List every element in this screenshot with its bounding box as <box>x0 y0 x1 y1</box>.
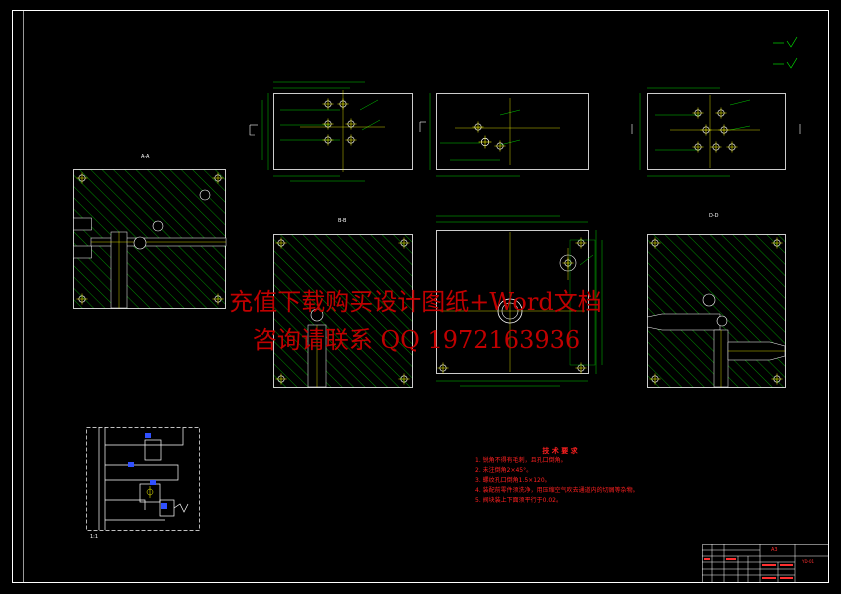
watermark-line-2: 咨询请联系 QQ 1972163936 <box>252 326 581 354</box>
section-view-center-left <box>273 234 413 388</box>
tech-req-item-1: 1. 锐角不得有毛刺，且孔口倒角。 <box>475 457 567 464</box>
section-label-dd: D-D <box>709 213 719 219</box>
top-view-right <box>631 87 801 177</box>
schematic-scale-label: 1:1 <box>90 534 99 540</box>
inner-frame <box>23 10 829 583</box>
top-view-left <box>249 81 413 182</box>
tech-req-item-2: 2. 未注倒角2×45°。 <box>475 467 533 474</box>
hydraulic-schematic <box>86 427 200 531</box>
section-view-right <box>647 234 786 388</box>
top-view-middle <box>419 93 589 177</box>
section-label-bb: B-B <box>338 218 347 224</box>
section-view-left <box>73 169 227 309</box>
center-plan-view <box>436 215 603 387</box>
technical-requirements: 技 术 要 求 1. 锐角不得有毛刺，且孔口倒角。 2. 未注倒角2×45°。 … <box>475 446 675 506</box>
watermark-line-1: 充值下载购买设计图纸+Word文档 <box>229 288 602 316</box>
title-block <box>702 544 829 583</box>
title-block-code: A3 <box>771 547 778 553</box>
tech-req-title: 技 术 要 求 <box>542 447 578 455</box>
title-block-red-fill <box>704 558 793 579</box>
tech-req-item-4: 4. 装配前零件须洗净，用压缩空气吹去通道内的切屑等杂物。 <box>475 487 639 494</box>
section-label-aa: A-A <box>141 154 150 160</box>
title-block-drawing-no: YD-01 <box>802 559 815 564</box>
tech-req-item-3: 3. 螺纹孔口倒角1.5×120。 <box>475 477 551 484</box>
tech-req-item-5: 5. 阀块装上下面须平行于0.02。 <box>475 497 562 504</box>
roughness-symbols <box>773 36 798 69</box>
